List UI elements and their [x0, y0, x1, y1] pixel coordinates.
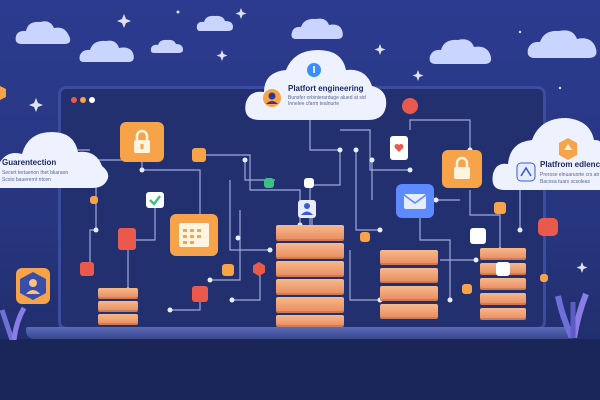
- sparkle-icon: [235, 8, 247, 19]
- hexagon-icon: [253, 262, 265, 276]
- server-unit: [276, 315, 344, 327]
- lock-icon: [134, 129, 150, 153]
- box-icon: [494, 202, 506, 214]
- cloud: [291, 18, 343, 39]
- server-unit: [480, 293, 526, 305]
- window-dot-red: [71, 97, 77, 103]
- cloud: [429, 39, 492, 64]
- sparkle-icon: [576, 262, 588, 273]
- server-unit: [480, 308, 526, 320]
- server-unit: [98, 301, 138, 312]
- hexagon-icon: [559, 138, 577, 160]
- laptop-base: [26, 327, 578, 339]
- check-icon: [149, 195, 161, 206]
- box-icon: [540, 274, 548, 282]
- floor: [0, 339, 600, 400]
- envelope-tile: [396, 184, 434, 218]
- box-icon: [360, 232, 370, 242]
- cloud-center: [245, 50, 387, 120]
- document-icon: [118, 228, 136, 250]
- avatar: [263, 89, 281, 107]
- check-icon: [264, 178, 274, 188]
- server-unit: [380, 268, 438, 283]
- calendar-icon: [179, 223, 209, 247]
- lock-icon: [454, 156, 470, 179]
- cloud: [79, 40, 134, 62]
- server-unit: [380, 250, 438, 265]
- server-unit: [98, 288, 138, 299]
- platform-engineering-card: Platfort engineering Bunsfer orbinierard…: [256, 82, 380, 114]
- user-icon: [80, 262, 94, 276]
- server-unit: [98, 314, 138, 325]
- card-subtitle: Innelee cfarm tealnurte: [288, 101, 340, 107]
- sparkle-icon: [374, 44, 386, 55]
- server-unit: [480, 278, 526, 290]
- server-unit: [276, 225, 344, 241]
- box-icon: [90, 196, 98, 204]
- user-group-icon: [298, 200, 316, 218]
- cloud: [15, 21, 71, 44]
- user-icon: [470, 228, 486, 244]
- card-title: Platfort engineering: [288, 84, 364, 93]
- card-title: Platfrom edlencer: [540, 160, 600, 169]
- server-unit: [276, 261, 344, 277]
- plant-right: [555, 292, 589, 338]
- card-subtitle: Bacosa tuars scsoleas: [540, 179, 591, 185]
- box-icon: [222, 264, 234, 276]
- window-icon: [304, 178, 314, 188]
- card-subtitle: Secert tertaenon thet bkaraon: [2, 170, 69, 176]
- server-unit: [380, 286, 438, 301]
- target-icon: [538, 218, 558, 236]
- cloud-left: [0, 132, 109, 188]
- hexagon-icon: [20, 272, 46, 300]
- sparkle-icon: [216, 50, 228, 61]
- plant-left: [0, 306, 27, 340]
- shield-icon: [516, 162, 536, 182]
- server-unit: [276, 279, 344, 295]
- sparkle-icon: [29, 98, 43, 112]
- check-tile: [146, 192, 164, 208]
- cloud: [527, 30, 597, 58]
- server-unit: [480, 248, 526, 260]
- calendar-tile: [170, 214, 218, 256]
- server-unit: [276, 297, 344, 313]
- cloud: [150, 39, 183, 53]
- user-icon: [301, 203, 313, 215]
- window-dot-white: [89, 97, 95, 103]
- envelope-icon: [403, 194, 427, 209]
- lock-tile: [120, 122, 164, 162]
- shield-icon: [307, 63, 321, 77]
- lock-tile-right: [442, 150, 482, 188]
- hexagon-icon: [0, 86, 6, 100]
- sparkle-icon: [117, 14, 131, 28]
- user-icon: [496, 262, 510, 276]
- hexagon-user-tile: [16, 268, 50, 304]
- sparkle-icon: [412, 70, 424, 81]
- window-dot-orange: [80, 97, 86, 103]
- server-unit: [276, 243, 344, 259]
- document-heart-icon: [390, 136, 408, 160]
- user-icon: [192, 148, 206, 162]
- gear-icon: [192, 286, 208, 302]
- card-subtitle: Prerose elnuaruorte crs atr: [540, 172, 600, 178]
- card-title: Guarentection: [2, 158, 57, 167]
- cloud: [196, 15, 233, 31]
- card-subtitle: Bunsfer orbinierarduge alued at sid: [288, 95, 366, 101]
- server-unit: [380, 304, 438, 319]
- card-subtitle: Scsto bauerernt ntcen: [2, 177, 51, 183]
- gear-icon: [402, 98, 418, 114]
- box-icon: [462, 284, 472, 294]
